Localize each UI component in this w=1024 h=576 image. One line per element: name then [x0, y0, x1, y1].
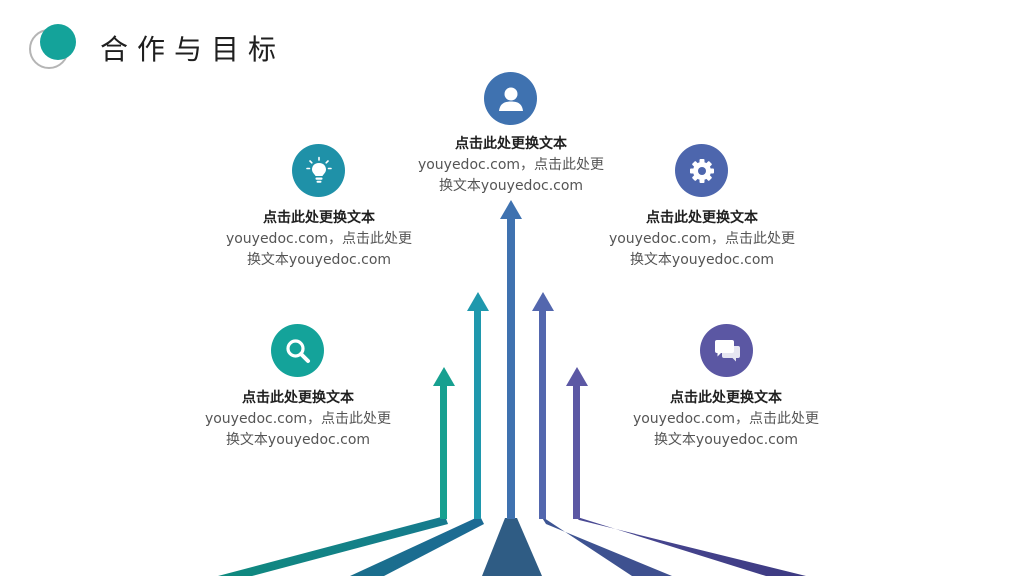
text-block-upper-right: 点击此处更换文本 youyedoc.com，点击此处更 换文本youyedoc.… [587, 208, 817, 271]
block-line: youyedoc.com，点击此处更 [632, 411, 820, 427]
text-block-lower-left: 点击此处更换文本 youyedoc.com，点击此处更 换文本youyedoc.… [183, 388, 413, 451]
base-strip-far-right [574, 516, 806, 576]
block-line: youyedoc.com，点击此处更 [204, 411, 392, 427]
text-block-upper-left: 点击此处更换文本 youyedoc.com，点击此处更 换文本youyedoc.… [204, 208, 434, 271]
block-line: youyedoc.com，点击此处更 [608, 231, 796, 247]
block-line: 换文本youyedoc.com [246, 252, 392, 268]
block-line: 换文本youyedoc.com [629, 252, 775, 268]
chat-icon [700, 324, 753, 377]
block-line: 换文本youyedoc.com [653, 432, 799, 448]
arrow-near-left [467, 292, 489, 519]
block-heading: 点击此处更换文本 [455, 136, 567, 152]
arrow-near-right [532, 292, 554, 519]
text-block-top-center: 点击此处更换文本 youyedoc.com，点击此处更 换文本youyedoc.… [396, 134, 626, 197]
block-heading: 点击此处更换文本 [242, 390, 354, 406]
page-title: 合作与目标 [100, 33, 286, 66]
arrow-far-left [433, 367, 455, 519]
block-line: youyedoc.com，点击此处更 [417, 157, 605, 173]
search-icon [271, 324, 324, 377]
block-line: youyedoc.com，点击此处更 [225, 231, 413, 247]
block-line: 换文本youyedoc.com [225, 432, 371, 448]
lightbulb-icon [292, 144, 345, 197]
arrow-far-right [566, 367, 588, 519]
base-strip-near-left [350, 516, 484, 576]
gear-icon [675, 144, 728, 197]
block-heading: 点击此处更换文本 [263, 210, 375, 226]
block-heading: 点击此处更换文本 [646, 210, 758, 226]
user-icon [484, 72, 537, 125]
base-strip-near-right [541, 516, 672, 576]
text-block-lower-right: 点击此处更换文本 youyedoc.com，点击此处更 换文本youyedoc.… [611, 388, 841, 451]
base-strip-far-left [218, 516, 448, 576]
block-line: 换文本youyedoc.com [438, 178, 584, 194]
arrow-center [500, 200, 522, 519]
block-heading: 点击此处更换文本 [670, 390, 782, 406]
base-strip-center [482, 518, 542, 576]
logo-dot-icon [40, 24, 76, 60]
